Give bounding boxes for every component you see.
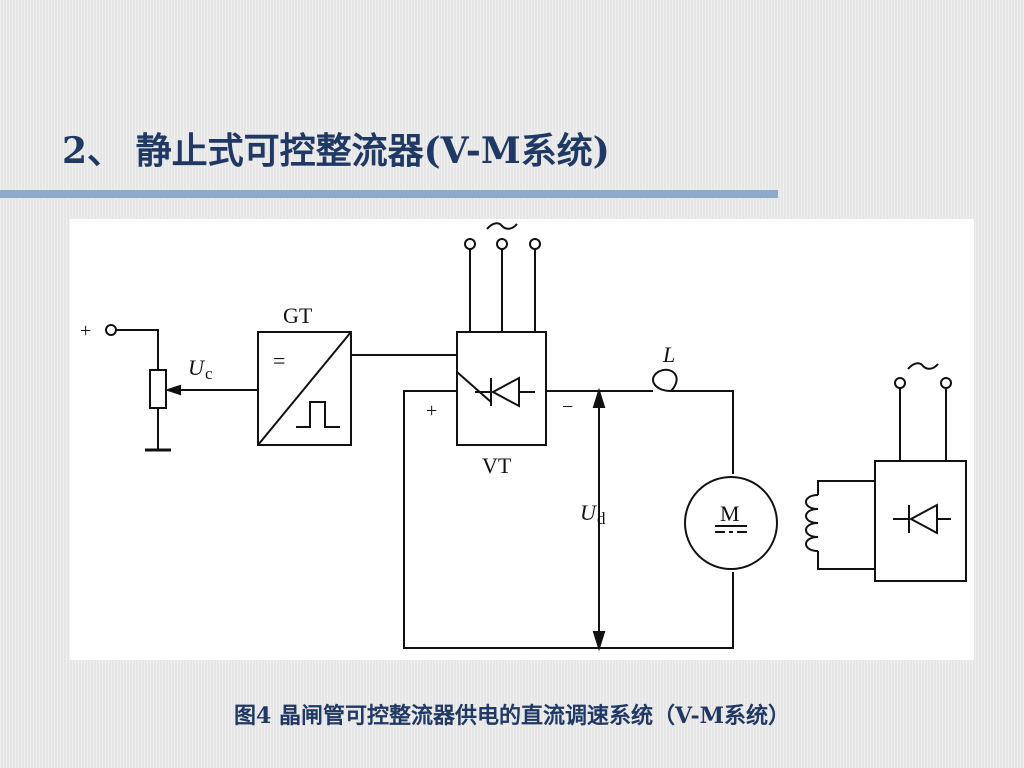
gt-label: GT — [283, 303, 313, 328]
field-ac-wave-symbol — [907, 362, 939, 370]
inductor-coil — [652, 368, 678, 393]
inductor-wire — [671, 390, 734, 474]
inductor-label: L — [662, 342, 675, 367]
potentiometer — [149, 369, 167, 409]
positive-bus-wire — [403, 390, 734, 649]
motor-label: M — [720, 501, 740, 526]
ud-arrowhead-bottom — [592, 631, 606, 652]
input-wire — [116, 329, 159, 370]
gt-equal-sign: = — [273, 348, 285, 373]
uc-label: U — [188, 355, 206, 380]
vt-plus-label: + — [426, 400, 437, 422]
circuit-diagram-panel: + GT = U c VT + − L U d M — [70, 219, 974, 660]
input-terminal — [105, 324, 117, 336]
field-ac-terminal-1 — [894, 377, 906, 389]
vt-label: VT — [482, 453, 512, 478]
input-plus-label: + — [80, 320, 91, 342]
ud-arrowhead-top — [592, 387, 606, 408]
wiper-arrowhead — [164, 384, 181, 396]
ac-terminal-1 — [464, 238, 476, 250]
circuit-diagram: + GT = U c VT + − L U d M — [80, 222, 967, 652]
gt-output-wire — [351, 354, 458, 372]
vt-minus-label: − — [562, 396, 573, 418]
title-underline — [0, 190, 778, 198]
ac-wave-symbol — [486, 222, 518, 230]
vt-thyristor-triangle — [490, 376, 520, 408]
vt-thyristor-gate — [456, 371, 492, 403]
ac-terminal-2 — [496, 238, 508, 250]
ud-subscript: d — [597, 509, 606, 528]
field-thyristor-triangle — [908, 503, 938, 535]
motor-armature — [684, 476, 778, 570]
ud-label: U — [580, 500, 598, 525]
gt-trigger-box — [257, 331, 352, 446]
field-winding-coil — [805, 494, 819, 552]
field-rectifier-box — [874, 460, 967, 582]
ac-terminal-3 — [529, 238, 541, 250]
uc-subscript: c — [205, 364, 213, 383]
field-winding-leads — [817, 480, 875, 570]
field-ac-terminal-2 — [940, 377, 952, 389]
gt-diagonal — [257, 331, 352, 446]
gt-pulse-symbol — [296, 401, 340, 428]
slide-title: 2、 静止式可控整流器(V-M系统) — [62, 130, 610, 172]
figure-caption: 图4 晶闸管可控整流器供电的直流调速系统（V-M系统） — [234, 703, 790, 729]
